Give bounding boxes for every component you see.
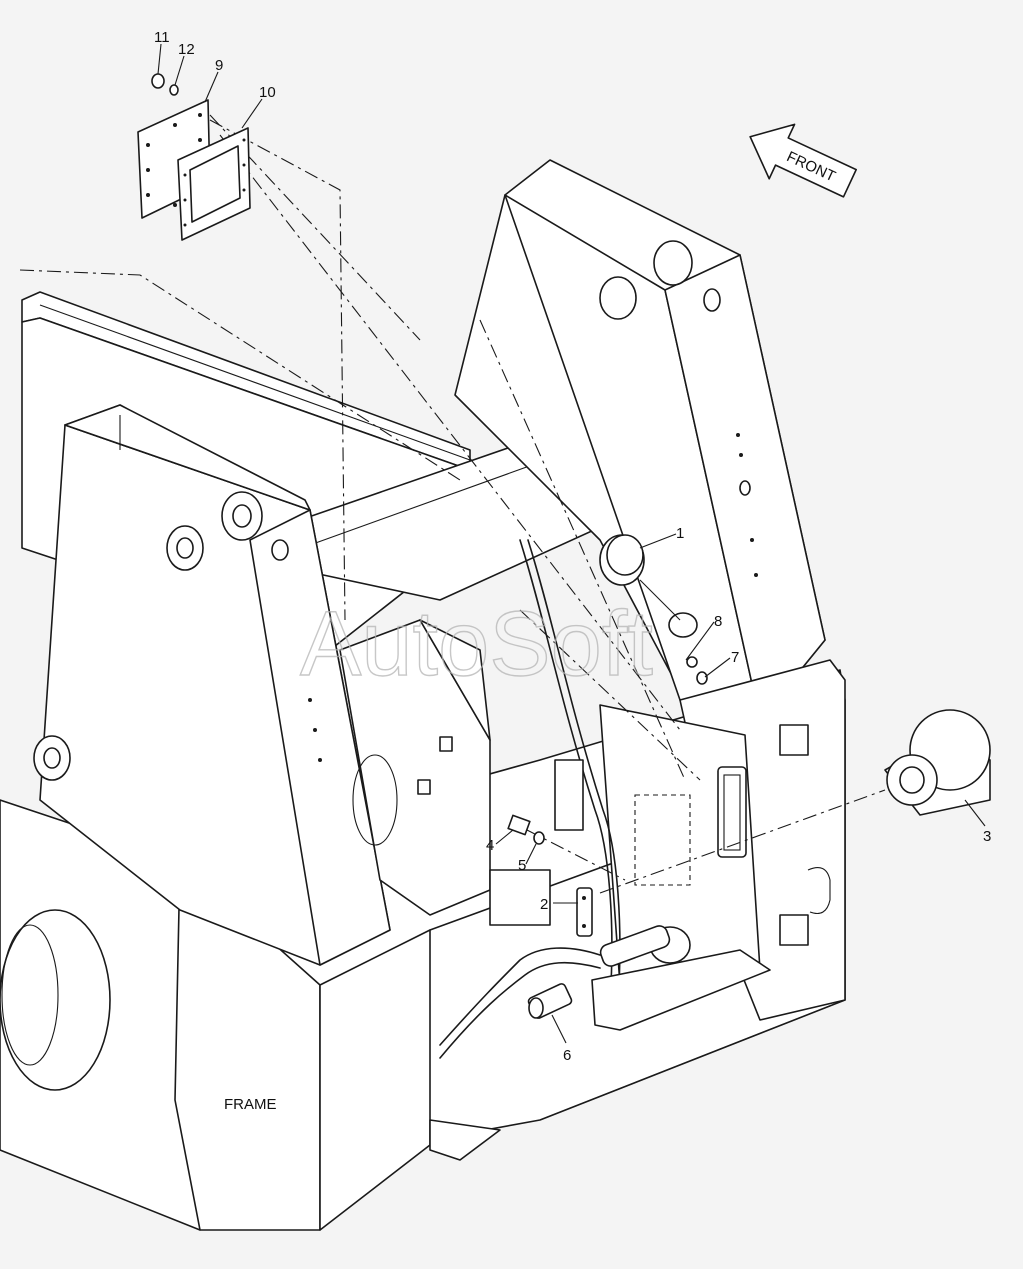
- callout-1: 1: [676, 525, 684, 542]
- callout-2: 2: [540, 896, 548, 913]
- frame-label: FRAME: [224, 1096, 277, 1113]
- part-gasket: [177, 127, 251, 241]
- front-direction-arrow: FRONT: [749, 123, 857, 198]
- callout-11: 11: [154, 29, 170, 46]
- callout-9: 9: [215, 57, 223, 74]
- part-clamp-bracket: [576, 887, 593, 937]
- watermark: AutoSoft: [300, 593, 653, 695]
- callout-12: 12: [178, 41, 195, 58]
- right-upright-tower: [454, 159, 846, 1021]
- callout-10: 10: [259, 84, 276, 101]
- part-filler-cap: [599, 534, 698, 638]
- part-screw-and-lockwasher: [686, 656, 708, 685]
- callout-7: 7: [731, 649, 739, 666]
- callout-3: 3: [983, 828, 991, 845]
- callout-4: 4: [486, 837, 494, 854]
- assembly-centerlines: [19, 114, 886, 894]
- left-upright-tower: [33, 404, 391, 966]
- part-filter-element: [884, 709, 991, 816]
- callout-6: 6: [563, 1047, 571, 1064]
- part-fitting-and-oring: [507, 814, 545, 845]
- callout-5: 5: [518, 857, 526, 874]
- callout-8: 8: [714, 613, 722, 630]
- part-nut-and-washer: [151, 73, 179, 96]
- callout-leader-lines: [157, 43, 986, 1044]
- callout-numbers: 11 12 9 10 1 8 7 3 4 5 2 6: [154, 29, 991, 1064]
- hydraulic-lines: [439, 539, 771, 1059]
- part-sender-switch: [527, 983, 573, 1019]
- valve-block-assembly: [339, 619, 491, 916]
